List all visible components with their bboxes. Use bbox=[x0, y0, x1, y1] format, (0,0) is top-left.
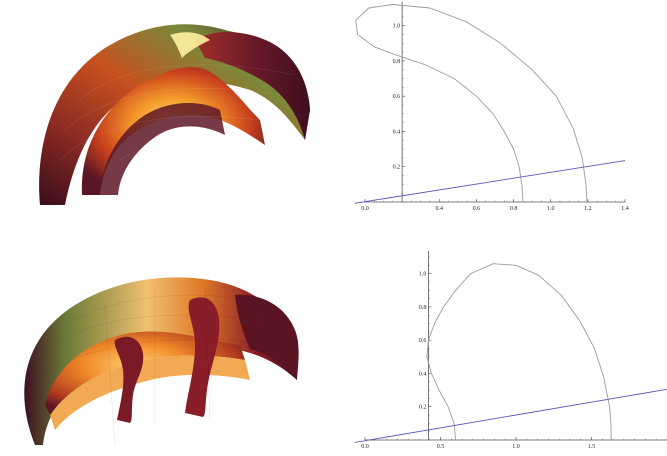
x-tick-label: 0.5 bbox=[437, 444, 445, 450]
outer-shell bbox=[24, 277, 298, 445]
x-tick-label: 0.8 bbox=[510, 206, 518, 212]
surface-plot-top bbox=[39, 24, 311, 206]
curve-plot-bottom: 0.0 0.5 1.0 1.5 0.2 0.4 0.6 0.8 1.0 bbox=[355, 251, 667, 450]
y-tick-label: 0.6 bbox=[393, 94, 401, 100]
x-tick-label: 1.4 bbox=[621, 206, 629, 212]
x-tick-label: 1.0 bbox=[547, 206, 555, 212]
inner-band bbox=[100, 103, 225, 195]
closed-curve-series bbox=[426, 263, 612, 441]
mesh-lines bbox=[29, 284, 296, 446]
x-tick-label: 1.2 bbox=[584, 206, 592, 212]
right-pillar bbox=[185, 297, 220, 417]
straight-line-series bbox=[355, 388, 667, 443]
right-shell-face bbox=[235, 294, 299, 380]
x-tick-label: 0.0 bbox=[361, 206, 369, 212]
x-tick-label: 0.6 bbox=[473, 206, 481, 212]
saddle-highlight bbox=[170, 32, 210, 58]
y-tick-label: 0.6 bbox=[419, 338, 427, 344]
x-tick-label: 1.5 bbox=[588, 444, 596, 450]
y-tick-label: 1.0 bbox=[393, 24, 401, 30]
curve-plot-top: 0.0 0.4 0.6 0.8 1.0 1.2 1.4 0.2 0.4 0.6 0.8 1.0 bbox=[355, 2, 629, 212]
mesh-lines bbox=[59, 64, 296, 161]
y-tick-label: 0.8 bbox=[393, 59, 401, 65]
y-tick-label: 0.8 bbox=[419, 305, 427, 311]
y-tick-label: 0.2 bbox=[419, 405, 427, 411]
x-tick-label: 0.4 bbox=[436, 206, 444, 212]
right-shell bbox=[195, 31, 310, 140]
left-pillar bbox=[114, 336, 144, 423]
x-tick-label: 1.0 bbox=[512, 444, 520, 450]
closed-curve-series bbox=[355, 4, 588, 203]
surface-plot-bottom bbox=[24, 277, 299, 446]
inner-shell bbox=[81, 67, 265, 195]
y-tick-label: 0.4 bbox=[419, 371, 427, 377]
y-tick-label: 0.2 bbox=[393, 165, 401, 171]
y-tick-label: 1.0 bbox=[419, 272, 427, 278]
straight-line-series bbox=[355, 160, 626, 204]
x-tick-label: 0.0 bbox=[361, 444, 369, 450]
y-tick-label: 0.4 bbox=[393, 129, 401, 135]
